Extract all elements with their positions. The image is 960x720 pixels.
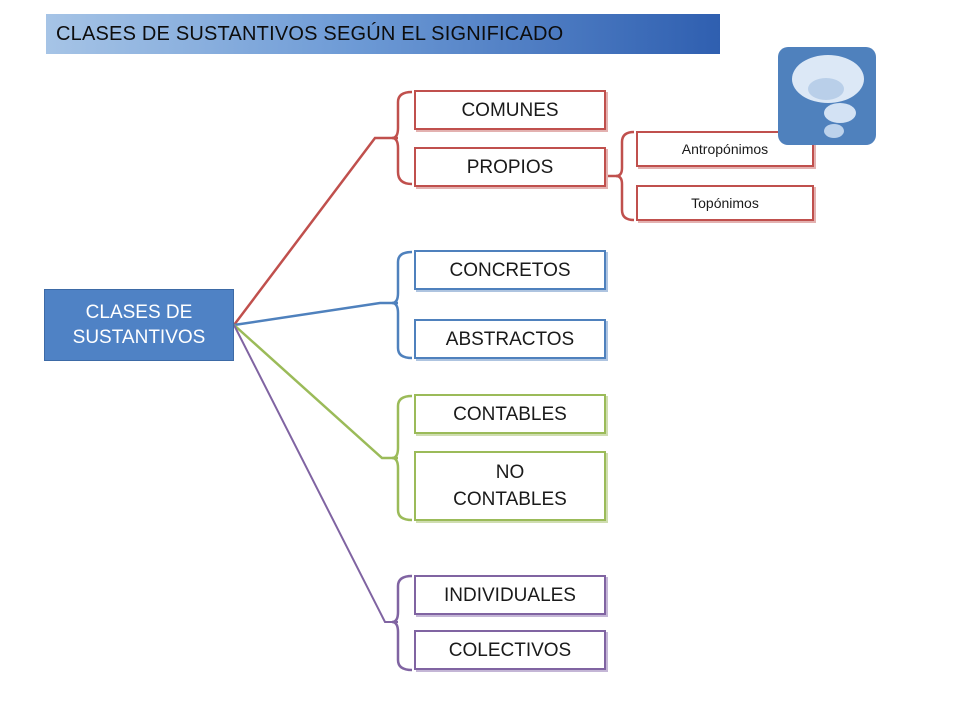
thought-bubble-icon (778, 47, 876, 145)
bracket-green (391, 394, 413, 522)
node-colectivos: COLECTIVOS (414, 630, 606, 670)
node-no-contables: NO CONTABLES (414, 451, 606, 521)
node-individuales: INDIVIDUALES (414, 575, 606, 615)
node-contables: CONTABLES (414, 394, 606, 434)
bracket-purple (391, 574, 413, 672)
bracket-blue (391, 250, 413, 360)
bracket-red (391, 90, 413, 186)
node-comunes: COMUNES (414, 90, 606, 130)
node-concretos: CONCRETOS (414, 250, 606, 290)
bracket-propios (615, 130, 635, 222)
connector-green (233, 324, 398, 460)
node-propios: PROPIOS (414, 147, 606, 187)
node-abstractos: ABSTRACTOS (414, 319, 606, 359)
connector-blue (233, 301, 398, 327)
connector-purple (233, 324, 398, 623)
connector-red (233, 136, 398, 326)
root-node: CLASES DE SUSTANTIVOS (44, 289, 234, 361)
node-toponimos: Topónimos (636, 185, 814, 221)
page-title: CLASES DE SUSTANTIVOS SEGÚN EL SIGNIFICA… (46, 14, 720, 54)
